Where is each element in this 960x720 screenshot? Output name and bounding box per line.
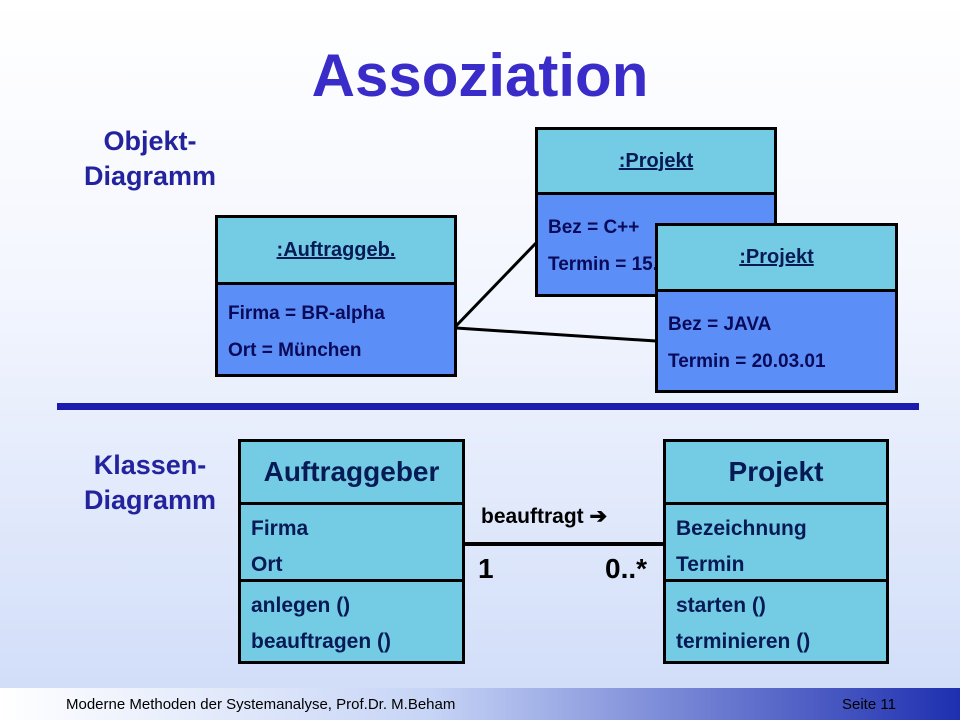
class-auftraggeber-attr-firma: Firma bbox=[251, 517, 309, 540]
class-projekt-attr-termin: Termin bbox=[676, 553, 745, 576]
class-projekt-attr-bezeichnung: Bezeichnung bbox=[676, 517, 807, 540]
object-diagram-label-line1: Objekt- bbox=[103, 126, 197, 156]
object-projekt-java-bez: Bez = JAVA bbox=[668, 314, 772, 335]
class-projekt: Projekt Bezeichnung Termin starten () te… bbox=[663, 439, 889, 664]
class-auftraggeber-attr-ort: Ort bbox=[251, 553, 283, 576]
footer-course-title: Moderne Methoden der Systemanalyse, Prof… bbox=[66, 696, 456, 713]
object-projekt-cpp-bez: Bez = C++ bbox=[548, 217, 640, 238]
multiplicity-left: 1 bbox=[478, 553, 494, 584]
object-projekt-java: :Projekt Bez = JAVA Termin = 20.03.01 bbox=[655, 223, 898, 393]
footer-page-number: Seite 11 bbox=[842, 696, 896, 713]
object-auftraggeber-attrs: Firma = BR-alpha Ort = München bbox=[218, 285, 454, 374]
class-projekt-operations: starten () terminieren () bbox=[666, 582, 886, 660]
object-auftraggeber-header: :Auftraggeb. bbox=[218, 218, 454, 285]
class-auftraggeber-op-beauftragen: beauftragen () bbox=[251, 630, 392, 653]
object-auftraggeber-ort: Ort = München bbox=[228, 340, 362, 361]
class-projekt-op-starten: starten () bbox=[676, 594, 766, 617]
slide-title: Assoziation bbox=[311, 42, 649, 109]
class-projekt-op-terminieren: terminieren () bbox=[676, 630, 811, 653]
class-auftraggeber-op-anlegen: anlegen () bbox=[251, 594, 351, 617]
object-auftraggeber: :Auftraggeb. Firma = BR-alpha Ort = Münc… bbox=[215, 215, 457, 377]
class-projekt-attributes: Bezeichnung Termin bbox=[666, 505, 886, 582]
object-projekt-java-header: :Projekt bbox=[658, 226, 895, 292]
class-projekt-name: Projekt bbox=[666, 442, 886, 505]
object-diagram-label-line2: Diagramm bbox=[83, 161, 217, 191]
link-auftraggeber-projekt2 bbox=[455, 326, 657, 343]
class-auftraggeber-name: Auftraggeber bbox=[241, 442, 462, 505]
object-auftraggeber-firma: Firma = BR-alpha bbox=[228, 303, 385, 324]
footer-bar: Moderne Methoden der Systemanalyse, Prof… bbox=[0, 688, 960, 720]
multiplicity-right: 0..* bbox=[605, 553, 648, 584]
class-auftraggeber: Auftraggeber Firma Ort anlegen () beauft… bbox=[238, 439, 465, 664]
object-projekt-java-termin: Termin = 20.03.01 bbox=[668, 351, 826, 372]
class-auftraggeber-attributes: Firma Ort bbox=[241, 505, 462, 582]
class-diagram-label-line2: Diagramm bbox=[83, 485, 217, 515]
link-auftraggeber-projekt1 bbox=[454, 241, 538, 328]
object-diagram-label: Objekt- Diagramm bbox=[62, 124, 238, 194]
class-diagram-label-line1: Klassen- bbox=[93, 450, 207, 480]
class-auftraggeber-operations: anlegen () beauftragen () bbox=[241, 582, 462, 660]
class-diagram-label: Klassen- Diagramm bbox=[62, 448, 238, 518]
object-projekt-java-attrs: Bez = JAVA Termin = 20.03.01 bbox=[658, 292, 895, 390]
section-divider bbox=[57, 403, 919, 410]
object-projekt-cpp-header: :Projekt bbox=[538, 130, 774, 195]
association-label: beauftragt ➔ bbox=[481, 505, 608, 528]
